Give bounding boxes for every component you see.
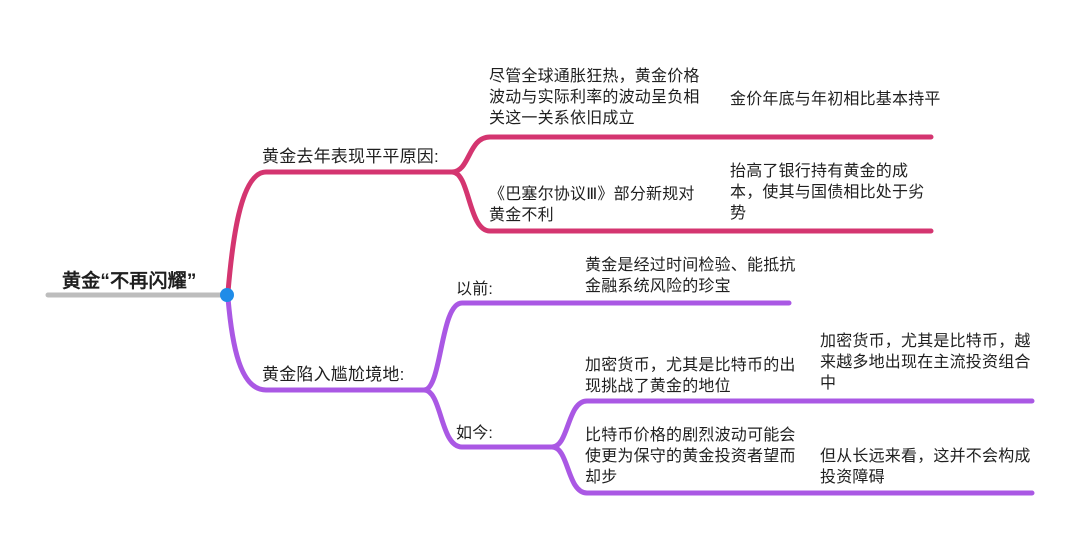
branch2-before-line [421, 300, 792, 393]
branch1-child2-line [449, 169, 934, 234]
node-gold-time-tested[interactable]: 黄金是经过时间检验、能抵抗金融系统风险的珍宝 [585, 257, 796, 295]
node-long-run-no-barrier[interactable]: 但从长远来看，这并不会构成投资障碍 [820, 448, 1031, 486]
node-bitcoin-volatility-deters[interactable]: 比特币价格的剧烈波动可能会使更为保守的黄金投资者望而却步 [585, 427, 796, 486]
branch2-now-line [421, 387, 555, 450]
branch1-child1-line [449, 134, 934, 175]
node-inflation-real-rates[interactable]: 尽管全球通胀狂热，黄金价格波动与实际利率的波动呈负相关这一关系依旧成立 [489, 68, 700, 127]
branch2-now-child1-line [549, 398, 1035, 450]
root-node-dot[interactable] [220, 288, 234, 302]
branch-gold-awkward-position[interactable]: 黄金陷入尴尬境地: [262, 365, 405, 384]
branch2-connector [225, 295, 427, 393]
branch1-connector [225, 169, 455, 295]
node-bank-holding-cost[interactable]: 抬高了银行持有黄金的成本，使其与国债相比处于劣势 [730, 163, 925, 222]
node-now-label[interactable]: 如今: [456, 425, 494, 442]
node-basel-iii-rules[interactable]: 《巴塞尔协议Ⅲ》部分新规对黄金不利 [489, 186, 695, 224]
root-node[interactable]: 黄金“不再闪耀” [62, 271, 197, 292]
branch-gold-flat-reasons[interactable]: 黄金去年表现平平原因: [262, 147, 439, 166]
node-crypto-mainstream-portfolios[interactable]: 加密货币，尤其是比特币，越来越多地出现在主流投资组合中 [820, 333, 1031, 392]
node-crypto-challenges-gold[interactable]: 加密货币，尤其是比特币的出现挑战了黄金的地位 [585, 357, 796, 395]
node-before-label[interactable]: 以前: [456, 281, 494, 298]
node-price-flat-yoy[interactable]: 金价年底与年初相比基本持平 [730, 91, 941, 108]
branch2-now-child2-line [549, 444, 1035, 496]
